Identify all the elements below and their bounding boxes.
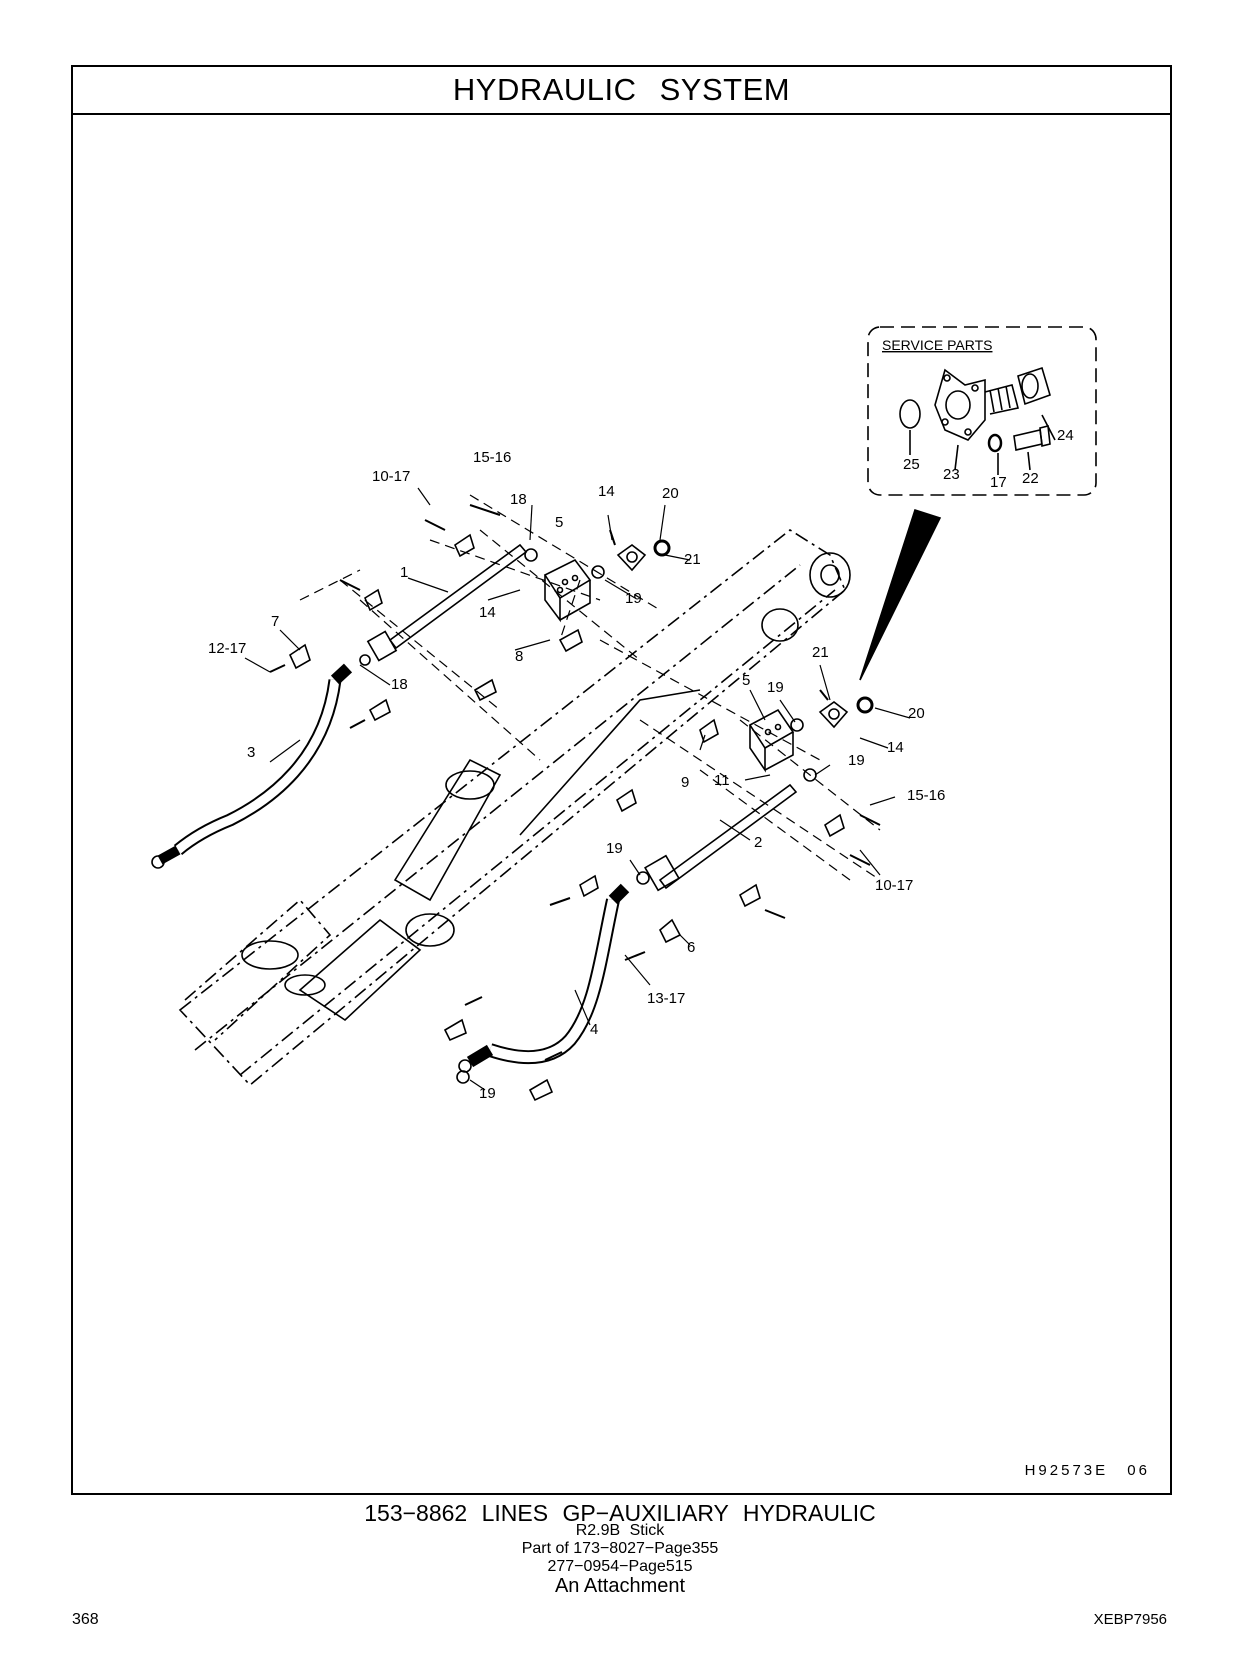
bolts	[269, 504, 881, 1061]
callout: 7	[271, 613, 279, 630]
callout: 6	[687, 939, 695, 956]
title-bar: HYDRAULIC SYSTEM	[73, 67, 1170, 115]
assembly-centerlines	[299, 494, 881, 881]
callout: 5	[555, 514, 563, 531]
document-id: XEBP7956	[1093, 1611, 1167, 1628]
hose-4	[458, 883, 630, 1073]
inset-callout: 22	[1022, 470, 1039, 487]
clamp-brackets	[288, 533, 845, 1102]
manifold-block-upper	[543, 558, 592, 623]
callout: 2	[754, 834, 762, 851]
leader-lines	[244, 487, 911, 1091]
callout: 18	[391, 676, 408, 693]
callout: 10-17	[372, 468, 410, 485]
fitting-20-lower	[856, 696, 874, 714]
callout: 15-16	[473, 449, 511, 466]
footer-line: An Attachment	[554, 1575, 686, 1597]
callout: 14	[598, 483, 615, 500]
drawing-frame: HYDRAULIC SYSTEM H92573E 06	[71, 65, 1172, 1495]
page-number: 368	[72, 1611, 99, 1628]
callout: 9	[681, 774, 689, 791]
callout: 19	[767, 679, 784, 696]
tube-2	[644, 783, 798, 892]
drawing-code: H92573E 06	[1024, 1462, 1150, 1479]
callout: 12-17	[208, 640, 246, 657]
fitting-20-upper	[653, 539, 671, 557]
callout: 19	[606, 840, 623, 857]
inset-callout: 25	[903, 456, 920, 473]
manifold-block-lower	[748, 708, 795, 773]
callout: 10-17	[875, 877, 913, 894]
page-title: HYDRAULIC SYSTEM	[452, 72, 791, 107]
callout: 15-16	[907, 787, 945, 804]
stick-pin-bores	[241, 552, 851, 1022]
footer-line: Part of 173−8027−Page355	[521, 1540, 719, 1557]
hose-3	[151, 663, 353, 869]
callout: 14	[887, 739, 904, 756]
callout: 19	[625, 590, 642, 607]
inset-pointer-arrow	[859, 508, 942, 681]
callout: 13-17	[647, 990, 685, 1007]
inset-callout: 24	[1057, 427, 1074, 444]
callout: 4	[590, 1021, 598, 1038]
callout: 14	[479, 604, 496, 621]
callout: 20	[908, 705, 925, 722]
callout: 8	[515, 648, 523, 665]
callout: 1	[400, 564, 408, 581]
stick-outline	[178, 529, 846, 1087]
callout: 20	[662, 485, 679, 502]
service-parts-label: SERVICE PARTS	[882, 337, 992, 353]
footer-line: R2.9B Stick	[575, 1522, 665, 1539]
callout: 21	[812, 644, 829, 661]
flange-upper	[616, 544, 647, 572]
callout: 19	[479, 1085, 496, 1102]
callout: 11	[714, 772, 730, 789]
footer-line: 277−0954−Page515	[547, 1558, 693, 1575]
callout: 18	[510, 491, 527, 508]
o-rings	[359, 548, 817, 1084]
inset-callout: 17	[990, 474, 1007, 491]
callout: 19	[848, 752, 865, 769]
tube-1	[366, 543, 528, 662]
footer-assembly-title: 153−8862 LINES GP−AUXILIARY HYDRAULIC	[364, 1500, 876, 1526]
callout: 3	[247, 744, 255, 761]
service-parts-inset-box	[867, 326, 1097, 496]
callout: 5	[742, 672, 750, 689]
callout: 21	[684, 551, 701, 568]
flange-lower	[818, 701, 849, 729]
service-parts-illustration	[899, 366, 1056, 475]
inset-callout: 23	[943, 466, 960, 483]
